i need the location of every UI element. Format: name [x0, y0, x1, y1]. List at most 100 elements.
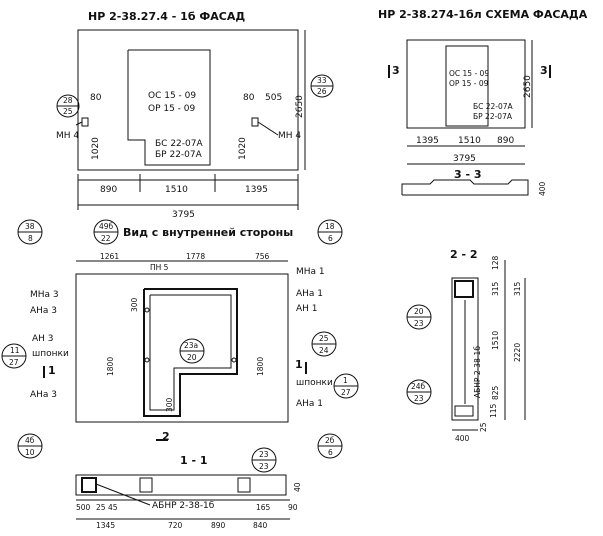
inner-ref-48-top: 4б: [25, 436, 35, 445]
sec11-leader: [95, 483, 151, 506]
sec22-dim-315-right: 315: [513, 281, 522, 296]
inner-ref-48: 4б 10: [17, 433, 43, 459]
facade-leader-right: [257, 121, 279, 136]
facade-opening-bot: ОР 15 - 09: [148, 104, 196, 114]
scheme-title: НР 2-38.274-1бл СХЕМА ФАСАДА: [378, 8, 588, 21]
inner-mna1: МНа 1: [296, 267, 325, 277]
scheme-opening-top: ОС 15 - 09: [449, 69, 489, 78]
inner-ref-18-bot: 6: [328, 234, 333, 243]
sec11-ref-bot: 23: [259, 462, 269, 471]
scheme-window-top: БС 22-07А: [473, 102, 514, 111]
sec22-ref-a-bot: 23: [414, 319, 424, 328]
facade-dim-height: 2650: [295, 95, 305, 118]
facade-dim-1020-right: 1020: [238, 137, 248, 160]
facade-mn-left: МН 4: [56, 131, 79, 141]
sec11-insert-mid: [139, 477, 153, 493]
inner-dim-1800-left: 1800: [106, 357, 115, 376]
sec11-insert-left: [81, 477, 97, 493]
inner-ref-25-bot: 24: [319, 346, 329, 355]
facade-title: НР 2-38.27.4 - 1б ФАСАД: [88, 10, 245, 23]
inner-ref-23a-top: 23а: [184, 341, 198, 350]
inner-ref-1: 1 27: [333, 373, 359, 399]
inner-title: Вид с внутренней стороны: [123, 226, 293, 239]
inner-ana1-top: АНа 1: [296, 289, 323, 299]
sec11-dim-720: 720: [168, 521, 183, 530]
inner-ana3-top: АНа 3: [30, 306, 57, 316]
sec11-dim-1345: 1345: [96, 521, 115, 530]
facade-dim-80-right: 80: [243, 93, 255, 103]
inner-sec-mark-2: 2: [162, 430, 170, 443]
sec11-ref-top: 23: [259, 450, 269, 459]
scheme-dim-height: 2650: [523, 75, 533, 98]
sec22-dim-825: 825: [491, 385, 500, 400]
inner-ref-25: 25 24: [311, 331, 337, 357]
sec22-ref-b-bot: 23: [414, 394, 424, 403]
inner-ref-28: 2б 6: [317, 433, 343, 459]
inner-ref-1-bot: 27: [341, 388, 351, 397]
scheme-dim-890: 890: [497, 136, 514, 146]
facade-anchor-left: [81, 117, 89, 127]
inner-ref-38-top: 38: [25, 222, 35, 231]
inner-ref-49: 49б 22: [93, 219, 119, 245]
scheme-mark-left: 3: [392, 64, 400, 77]
inner-ref-23a: 23а 20: [179, 338, 205, 364]
facade-ref-left-top: 28: [63, 96, 73, 105]
inner-mna3: МНа 3: [30, 290, 59, 300]
facade-anchor-right: [251, 117, 259, 127]
inner-anchor-2: [144, 357, 150, 363]
inner-dim-1800-right: 1800: [256, 357, 265, 376]
scheme-dim-total: 3795: [453, 154, 476, 164]
sec11-insert-right: [237, 477, 251, 493]
scheme-section-profile: [401, 179, 529, 196]
sec11-dim-40: 40: [293, 482, 302, 492]
section-2-2: 2 - 2 АБНР 2-38-1б 128 315 1510 825 115 …: [406, 248, 526, 443]
section-1-1: 1 - 1 500 25 45 1345 720 890 840 165 90 …: [75, 447, 302, 530]
inner-ref-48-bot: 10: [25, 448, 35, 457]
sec11-dim-90: 90: [288, 503, 298, 512]
inner-ref-11-bot: 27: [9, 358, 19, 367]
inner-view: Вид с внутренней стороны 1261 1778 756 П…: [1, 219, 359, 459]
inner-sec-mark-right: 1: [295, 358, 303, 371]
scheme-mark-right: 3: [540, 64, 548, 77]
inner-ref-23a-bot: 20: [187, 353, 197, 362]
facade-window-top: БС 22-07А: [155, 139, 203, 149]
sec11-dim-165: 165: [256, 503, 271, 512]
sec11-title: 1 - 1: [180, 454, 208, 467]
inner-ref-49-top: 49б: [99, 222, 114, 231]
scheme-view: НР 2-38.274-1бл СХЕМА ФАСАДА ОС 15 - 09 …: [378, 8, 588, 196]
sec22-dim-25: 25: [479, 422, 488, 432]
inner-ana1-bottom: АНа 1: [296, 399, 323, 409]
sec22-dim-115: 115: [489, 403, 498, 418]
facade-view: НР 2-38.27.4 - 1б ФАСАД ОС 15 - 09 ОР 15…: [56, 10, 334, 220]
inner-shponki-left: шпонки: [32, 349, 69, 359]
scheme-section-label: 3 - 3: [454, 168, 482, 181]
facade-leader-left: [75, 121, 83, 126]
facade-window-bot: БР 22-07А: [155, 150, 203, 160]
facade-outline: [77, 29, 299, 171]
facade-dim-1510: 1510: [165, 185, 188, 195]
sec11-label: АБНР 2-38-1б: [152, 501, 215, 511]
scheme-opening-bot: ОР 15 - 09: [449, 79, 489, 88]
sec11-dim-25: 25: [96, 503, 106, 512]
scheme-window-bot: БР 22-07А: [473, 112, 513, 121]
inner-shponki-right: шпонки: [296, 378, 333, 388]
sec22-dim-1510: 1510: [491, 331, 500, 350]
scheme-outline: [406, 39, 526, 129]
sec22-insert-top: [454, 280, 474, 298]
inner-ref-11: 11 27: [1, 343, 27, 369]
inner-ref-11-top: 11: [10, 346, 20, 355]
sec22-dim-400: 400: [455, 434, 470, 443]
scheme-dim-400: 400: [538, 181, 547, 196]
scheme-opening: [445, 45, 489, 127]
facade-dim-890: 890: [100, 185, 117, 195]
facade-dim-1395: 1395: [245, 185, 268, 195]
sec22-title: 2 - 2: [450, 248, 478, 261]
sec22-dim-128: 128: [491, 255, 500, 270]
sec22-insert-bottom: [454, 405, 474, 417]
inner-ref-18-top: 18: [325, 222, 335, 231]
facade-opening: [127, 49, 211, 166]
sec11-profile: [75, 474, 287, 496]
inner-opening-inner: [149, 294, 232, 411]
inner-an3: АН 3: [32, 334, 54, 344]
